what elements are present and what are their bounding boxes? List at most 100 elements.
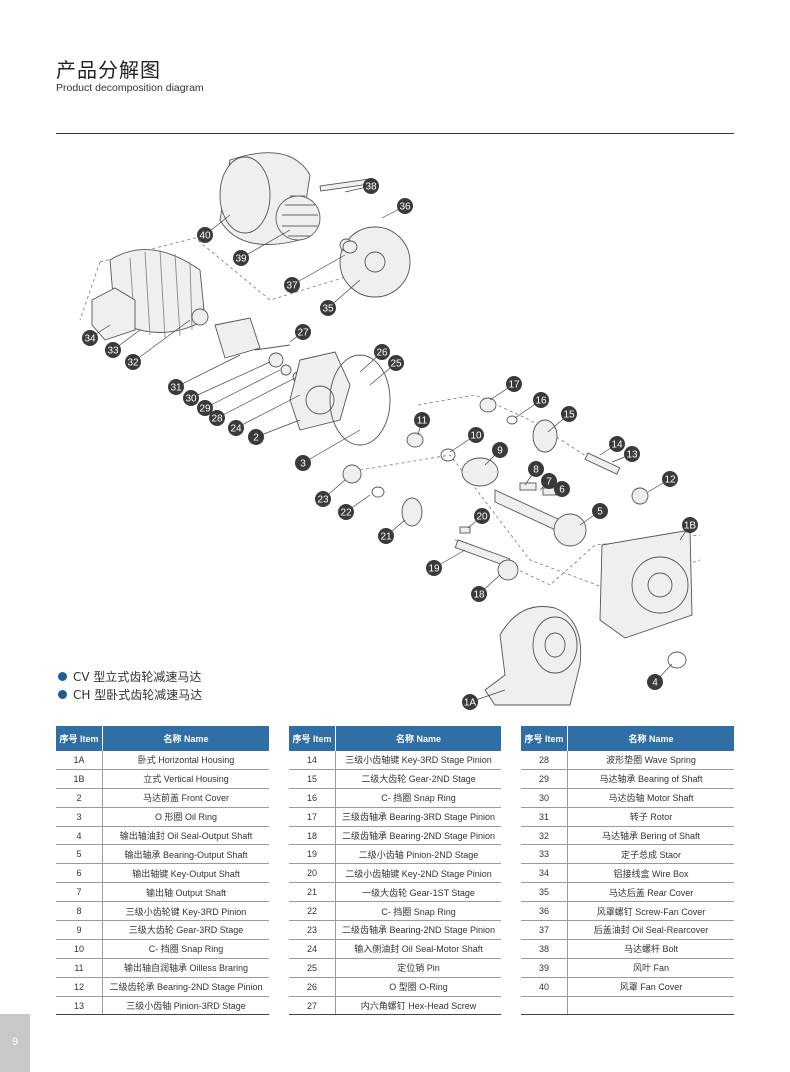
item-cell: 1A bbox=[56, 751, 103, 770]
leader-line bbox=[175, 354, 241, 388]
page-number: 9 bbox=[11, 1036, 19, 1048]
callout-10: 10 bbox=[468, 427, 484, 443]
column-header-item: 序号 Item bbox=[56, 726, 103, 751]
item-cell: 9 bbox=[56, 920, 103, 940]
item-cell: 34 bbox=[521, 863, 568, 884]
name-cell: 输出轴承 Bearing-Output Shaft bbox=[102, 844, 269, 865]
callout-badge bbox=[506, 376, 522, 392]
item-cell: 30 bbox=[521, 788, 568, 808]
callout-29: 29 bbox=[197, 400, 213, 416]
name-cell: 二级齿轮承 Bearing-2ND Stage Pinion bbox=[102, 977, 269, 997]
item-cell: 35 bbox=[521, 882, 568, 903]
callout-label: 35 bbox=[322, 304, 334, 315]
callout-label: 29 bbox=[199, 404, 211, 415]
item-cell: 29 bbox=[521, 769, 568, 789]
callout-badge bbox=[471, 586, 487, 602]
item-cell: 23 bbox=[289, 920, 336, 940]
callout-40: 40 bbox=[197, 227, 213, 243]
callout-badge bbox=[426, 560, 442, 576]
fan bbox=[275, 195, 321, 241]
callout-badge bbox=[533, 392, 549, 408]
item-cell: 16 bbox=[289, 788, 336, 808]
callout-label: 2 bbox=[253, 433, 259, 444]
callout-30: 30 bbox=[183, 390, 199, 406]
callout-badge bbox=[363, 178, 379, 194]
item-cell: 7 bbox=[56, 882, 103, 903]
legend-label: CV 型立式齿轮减速马达 bbox=[73, 670, 202, 684]
exploded-diagram: 3836403937353433322726253130292824231716… bbox=[79, 152, 701, 710]
name-cell: 二级小齿轴 Pinion-2ND Stage bbox=[335, 844, 501, 865]
callout-label: 38 bbox=[365, 182, 377, 193]
callout-8: 8 bbox=[528, 461, 544, 477]
callout-label: 11 bbox=[417, 416, 428, 427]
callout-16: 16 bbox=[533, 392, 549, 408]
page-subtitle: Product decomposition diagram bbox=[56, 82, 204, 94]
name-cell: O 形圈 Oil Ring bbox=[102, 807, 269, 827]
callout-label: 12 bbox=[664, 475, 676, 486]
legend-label: CH 型卧式齿轮减速马达 bbox=[73, 688, 203, 702]
callout-label: 9 bbox=[497, 446, 503, 457]
column-header-name: 名称 Name bbox=[102, 726, 269, 751]
column-header-item: 序号 Item bbox=[289, 726, 336, 751]
name-cell: 风罩 Fan Cover bbox=[567, 977, 734, 997]
leader-line bbox=[240, 229, 291, 259]
callout-17: 17 bbox=[506, 376, 522, 392]
name-cell: 三级大齿轮 Gear-3RD Stage bbox=[102, 920, 269, 940]
callout-19: 19 bbox=[426, 560, 442, 576]
name-cell: 马达后盖 Rear Cover bbox=[567, 882, 734, 903]
callout-36: 36 bbox=[397, 198, 413, 214]
name-cell: 输入侧油封 Oil Seal-Motor Shaft bbox=[335, 939, 501, 959]
callout-badge bbox=[295, 455, 311, 471]
callout-badge bbox=[592, 503, 608, 519]
name-cell: 后盖油封 Oil Seal-Rearcover bbox=[567, 920, 734, 940]
callout-badge bbox=[284, 277, 300, 293]
callout-label: 25 bbox=[390, 359, 402, 370]
item-cell: 31 bbox=[521, 807, 568, 827]
item-cell: 6 bbox=[56, 863, 103, 884]
callout-badge bbox=[541, 473, 557, 489]
callout-label: 32 bbox=[127, 358, 139, 369]
callout-badge bbox=[209, 410, 225, 426]
name-cell: 定子总成 Staor bbox=[567, 844, 734, 865]
callout-label: 13 bbox=[626, 450, 638, 461]
column-header-item: 序号 Item bbox=[521, 726, 568, 751]
name-cell: 马达轴承 Bearing of Shaft bbox=[567, 769, 734, 789]
item-cell bbox=[521, 996, 568, 1016]
callout-badge bbox=[682, 517, 698, 533]
name-cell: 铝接线盒 Wire Box bbox=[567, 863, 734, 884]
callout-badge bbox=[374, 344, 390, 360]
callout-label: 20 bbox=[476, 512, 488, 523]
item-cell: 10 bbox=[56, 939, 103, 959]
item-cell: 26 bbox=[289, 977, 336, 997]
leader-line bbox=[132, 319, 191, 363]
callout-23: 23 bbox=[315, 491, 331, 507]
callout-label: 33 bbox=[107, 346, 119, 357]
item-cell: 11 bbox=[56, 958, 103, 978]
item-cell: 36 bbox=[521, 901, 568, 922]
name-cell: 二级小齿轴键 Key-2ND Stage Pinion bbox=[335, 863, 501, 884]
callout-label: 14 bbox=[611, 440, 623, 451]
leader-line bbox=[235, 394, 301, 429]
name-cell: 马达螺杆 Bolt bbox=[567, 939, 734, 959]
name-cell: 输出轴键 Key-Output Shaft bbox=[102, 863, 269, 884]
name-cell: 风叶 Fan bbox=[567, 958, 734, 978]
callout-badge bbox=[388, 355, 404, 371]
callout-11: 11 bbox=[414, 412, 430, 428]
name-cell: 输出轴油封 Oil Seal-Output Shaft bbox=[102, 826, 269, 846]
name-cell: O 型圈 O-Ring bbox=[335, 977, 501, 997]
